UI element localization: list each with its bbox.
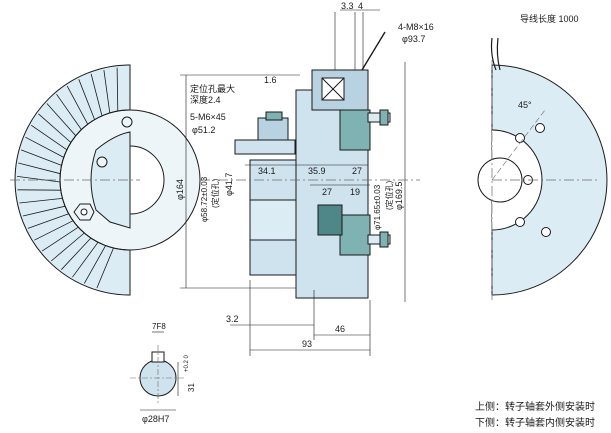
shaft-keyway-section (130, 331, 186, 411)
fan-fin (46, 103, 77, 137)
fan-fin (83, 245, 106, 284)
fan-disc-hub-lobe (90, 131, 131, 229)
label-m6-spec: 5-M6×45 (190, 112, 226, 122)
bolt-right-top (367, 112, 391, 123)
fan-disc-bolt-left (96, 156, 108, 168)
fan-fin (50, 232, 85, 262)
fan-disc-bolt-hex-hole (80, 208, 88, 216)
label-wire-length: 导线长度 1000 (520, 13, 579, 24)
fan-disc-rotor-view (10, 64, 201, 296)
fan-fin (116, 67, 119, 112)
label-phi-28: φ28H7 (142, 414, 169, 424)
fan-fin (56, 93, 82, 130)
label-dim-27-top: 27 (352, 166, 362, 176)
label-depth-2-4: 深度2.4 (190, 94, 221, 105)
label-dim-46: 46 (335, 324, 345, 334)
fan-fins (17, 67, 119, 289)
dimension-labels: 3.3 4 4-M8×16 φ93.7 定位孔最大 深度2.4 1.6 5-M6… (142, 1, 579, 424)
fan-fin (66, 85, 89, 125)
fan-fin (38, 113, 72, 143)
fan-fin (34, 220, 74, 241)
brake-disc-mounting-view (477, 37, 608, 300)
label-dim-34-1: 34.1 (258, 166, 276, 176)
fan-fin (20, 149, 62, 166)
label-phi-93-7: φ93.7 (402, 34, 425, 44)
lead-wire (361, 31, 386, 71)
label-locating-hole-right: (定位孔) (384, 180, 394, 210)
label-key-width: 7F8 (152, 322, 166, 331)
fan-fin (61, 237, 92, 270)
fan-fin (17, 176, 61, 183)
note-bottom-install: 下侧：转子轴套内侧安装时 (475, 418, 595, 429)
fan-fin (103, 70, 111, 114)
armature-block (317, 204, 343, 236)
fan-fin (30, 124, 68, 151)
fan-fin (19, 198, 63, 204)
label-phi-41-7: φ41.7 (224, 173, 234, 196)
brake-disc-hole-1 (515, 133, 525, 143)
terminal-box (311, 69, 369, 111)
label-dim-19: 19 (350, 187, 360, 197)
coil-block-bottom (339, 214, 371, 256)
fan-fin (18, 162, 61, 175)
lead-wire-icon (490, 37, 497, 71)
lead-wire-icon-2 (496, 37, 501, 71)
label-dim-3-2: 3.2 (226, 314, 239, 324)
screw-cap-left (265, 111, 283, 121)
label-key-depth: 31 (187, 383, 196, 392)
label-angle-45: 45° (518, 100, 532, 110)
fan-fin (25, 136, 64, 158)
fan-fin (78, 79, 95, 120)
angle-ray (491, 109, 546, 181)
label-gap-4: 4 (358, 1, 363, 11)
bolt-right-bottom (367, 234, 391, 245)
clutch-cross-section (180, 9, 420, 356)
screw-head-left (257, 117, 289, 141)
rotor-flange (234, 139, 296, 155)
brake-disc-hole-4 (535, 123, 545, 133)
fan-disc-bolt-top (121, 116, 133, 128)
label-gap-3-3: 3.3 (341, 1, 354, 11)
label-thread-spec: 4-M8×16 (398, 22, 434, 32)
fan-fin (27, 213, 69, 229)
terminal-window-cross-b (321, 77, 345, 101)
label-locating-hole-max: 定位孔最大 (190, 83, 235, 94)
brake-disc-hole-3 (515, 217, 525, 227)
fan-fin (96, 247, 114, 289)
label-phi-58-72: φ58.72±0.03 (200, 176, 209, 222)
label-locating-hole-left: (定位孔) (210, 178, 220, 208)
label-phi-71-65: φ71.65±0.03 (373, 184, 382, 230)
fan-fin (90, 73, 103, 117)
note-top-install: 上侧：转子轴套外侧安装时 (475, 402, 595, 413)
rotor-hub-inner (249, 199, 299, 241)
coil-block-top (339, 109, 371, 151)
brake-disc-hole-5 (541, 227, 551, 237)
label-phi-164: φ164 (175, 179, 185, 200)
fan-fin (22, 205, 66, 217)
label-dim-35-9: 35.9 (308, 166, 326, 176)
bolt-head-top (379, 109, 389, 126)
label-phi-169-5: φ169.5 (394, 182, 404, 210)
label-dim-93: 93 (302, 339, 312, 349)
fan-fin (41, 226, 79, 252)
bolt-head-bottom (379, 231, 389, 248)
label-dim-1-6: 1.6 (264, 75, 277, 85)
label-dim-27-mid: 27 (322, 187, 332, 197)
fan-fin (72, 242, 99, 278)
label-key-tol: +0.2 0 (184, 354, 190, 372)
label-phi-51-2: φ51.2 (192, 125, 215, 135)
